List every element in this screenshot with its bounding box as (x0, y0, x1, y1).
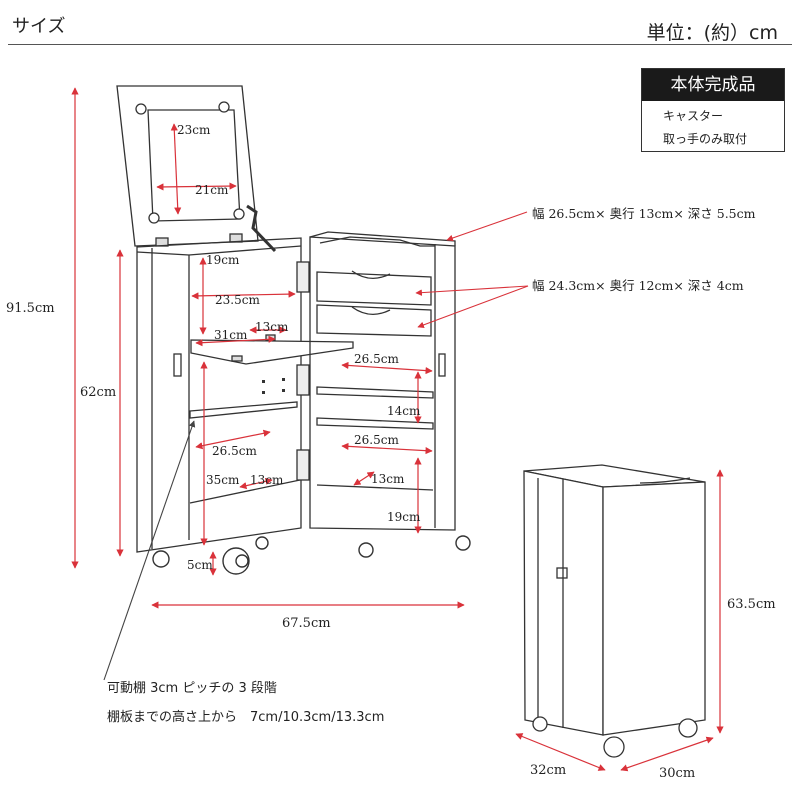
shelf-leader (103, 420, 196, 681)
pullout-table (190, 339, 354, 365)
dim-left-top-w: 23.5cm (215, 293, 260, 307)
leader-lines (415, 211, 529, 329)
open-cabinet-right (309, 231, 456, 531)
badge-title: 本体完成品 (642, 69, 784, 101)
dim-left-lower-w: 26.5cm (212, 444, 257, 458)
dim-table-w: 31cm (214, 328, 248, 342)
caster-icon (152, 550, 170, 568)
side-handle-icon (438, 353, 446, 377)
dim-right-d2: 13cm (371, 472, 405, 486)
dim-open-width: 67.5cm (282, 616, 331, 631)
hinge-icon (296, 449, 310, 481)
side-handle-icon (173, 353, 182, 377)
drawer-2 (316, 304, 432, 337)
dim-left-lower-d: 13cm (250, 473, 284, 487)
closed-cabinet (523, 464, 706, 758)
dim-mirror-h: 23cm (177, 123, 211, 137)
door-latch-icon (556, 567, 568, 579)
top-pull-icon (639, 477, 691, 484)
note-shelf-heights: 棚板までの高さ上から 7cm/10.3cm/13.3cm (107, 710, 385, 725)
left-shelf (189, 401, 298, 419)
dim-right-h1: 14cm (387, 404, 421, 418)
dimension-lines (71, 87, 724, 772)
left-body (136, 237, 302, 553)
right-body (309, 236, 456, 531)
callout-drawer: 幅 24.3cm× 奥行 12cm× 深さ 4cm (532, 278, 744, 293)
dim-closed-w: 32cm (530, 763, 566, 778)
caster-icon (603, 736, 625, 758)
dim-right-w2: 26.5cm (354, 433, 399, 447)
mirror-knob-icon (148, 212, 160, 224)
drawer-pull-icon (351, 270, 391, 279)
dim-table-d: 13cm (255, 320, 289, 334)
mirror-knob-icon (218, 101, 230, 113)
dim-caster: 5cm (187, 558, 213, 572)
caster-icon (532, 716, 548, 732)
badge-line-casters: キャスター (663, 109, 724, 123)
caster-icon (678, 718, 698, 738)
dim-right-h2: 19cm (387, 510, 421, 524)
drawer-pull-icon (351, 306, 391, 315)
dim-right-w1: 26.5cm (354, 352, 399, 366)
open-cabinet-left (116, 85, 354, 553)
casters (152, 535, 471, 575)
right-shelf-2 (316, 417, 434, 430)
caster-icon (358, 542, 374, 558)
dim-closed-d: 30cm (659, 766, 695, 781)
mirror-knob-icon (135, 103, 147, 115)
section-title: サイズ (12, 16, 66, 37)
header-divider (8, 44, 792, 45)
note-shelf-pitch: 可動棚 3cm ピッチの 3 段階 (107, 681, 277, 696)
dim-left-lower-h: 35cm (206, 473, 240, 487)
dim-left-top-h: 19cm (206, 253, 240, 267)
hinge-icon (296, 364, 310, 396)
assembled-badge: 本体完成品 キャスター 取っ手のみ取付 (641, 68, 785, 152)
dim-mirror-w: 21cm (195, 183, 229, 197)
dim-body-height: 62cm (80, 385, 116, 400)
hinge-icon (296, 261, 310, 293)
dim-closed-h: 63.5cm (727, 597, 776, 612)
caster-icon (455, 535, 471, 551)
unit-label: 単位：(約）cm (646, 22, 778, 44)
mirror-knob-icon (233, 208, 245, 220)
caster-icon (255, 536, 269, 550)
dimension-labels: 91.5cm 62cm 5cm 67.5cm 23cm 21cm 19cm 23… (6, 123, 776, 781)
lid-stay (246, 204, 277, 253)
closed-side (602, 481, 706, 736)
callout-tray: 幅 26.5cm× 奥行 13cm× 深さ 5.5cm (532, 206, 756, 221)
right-shelf-1 (316, 386, 434, 399)
dim-total-height: 91.5cm (6, 301, 55, 316)
badge-line-handle: 取っ手のみ取付 (663, 132, 748, 146)
drawer-1 (316, 271, 432, 306)
